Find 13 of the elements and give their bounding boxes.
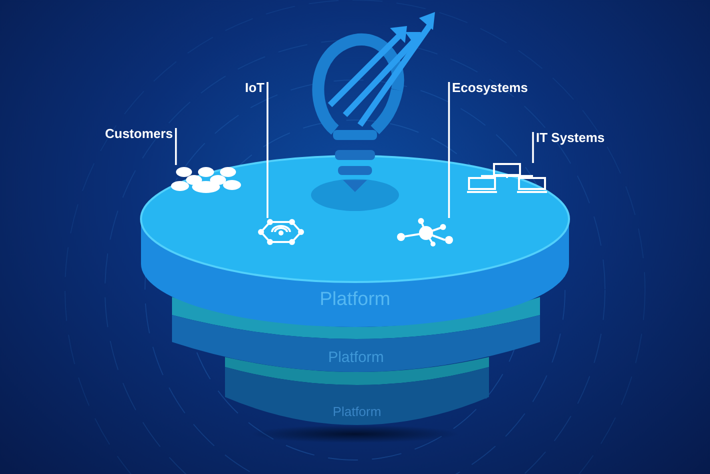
leader-line (266, 82, 268, 218)
callout-label: IoT (245, 80, 264, 95)
callout-label: Customers (105, 126, 173, 141)
platform-label: Platform (318, 288, 392, 310)
leader-line (448, 82, 450, 218)
computer-network-icon (467, 163, 547, 193)
leader-line (175, 128, 177, 165)
platform-disc (140, 155, 570, 330)
callout-label: IT Systems (536, 130, 605, 145)
iot-network-icon (258, 218, 304, 246)
callout-label: Ecosystems (452, 80, 528, 95)
people-icon (170, 165, 242, 193)
leader-line (532, 132, 534, 163)
